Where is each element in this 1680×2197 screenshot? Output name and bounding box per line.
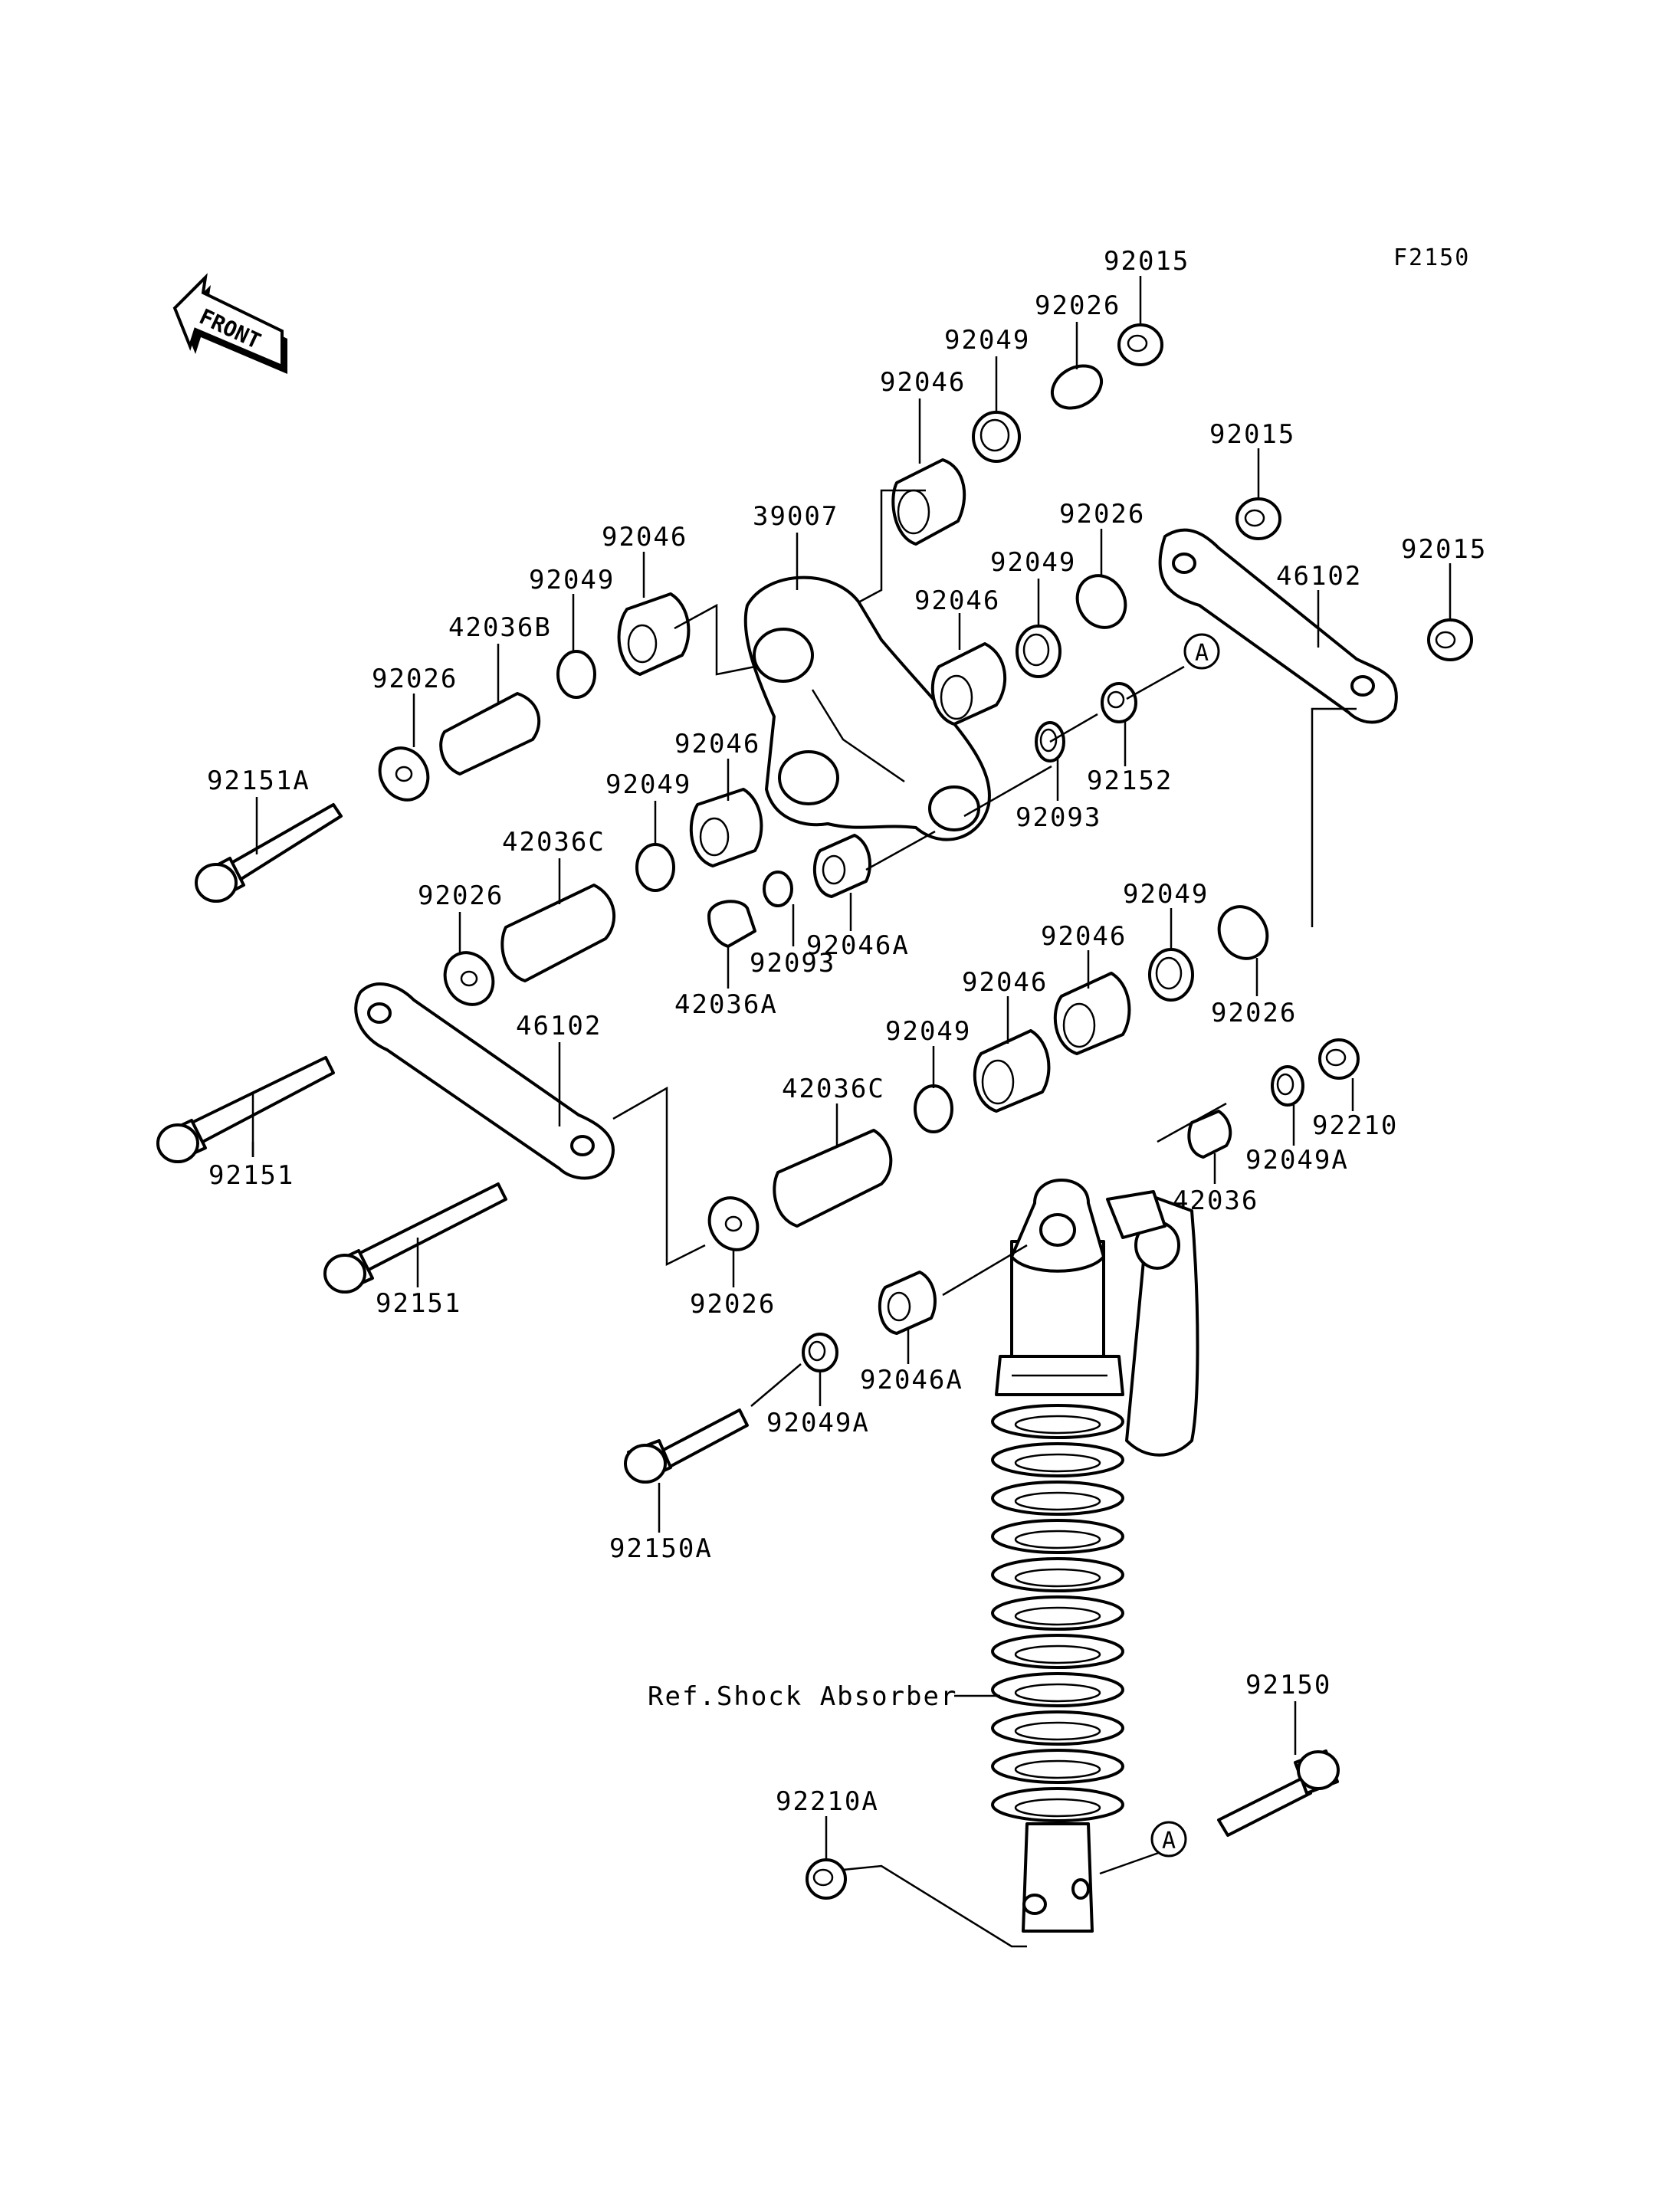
washer-92026-top [1051, 364, 1103, 410]
label-92210: 92210 [1312, 1110, 1398, 1141]
label-92026-mid: 92026 [1059, 499, 1145, 530]
bolt-92151A [225, 803, 343, 883]
label-46102-left: 46102 [516, 1011, 602, 1041]
spring-coil-inner [1014, 1759, 1101, 1779]
label-92046-c: 92046 [1041, 921, 1127, 952]
nut-92015-top [1117, 323, 1163, 366]
label-92151-a: 92151 [208, 1160, 294, 1191]
label-92046-a: 92046 [602, 522, 687, 553]
label-92049-mid: 92049 [990, 547, 1076, 578]
bolt-92150A [658, 1408, 749, 1469]
label-92015-mid: 92015 [1209, 419, 1295, 450]
spring-coil-inner [1014, 1644, 1101, 1664]
nut-92210A [806, 1858, 847, 1900]
washer-92026-a [378, 746, 430, 802]
link-plate-right [1158, 528, 1398, 724]
label-92026-top: 92026 [1035, 290, 1121, 321]
label-92049-c: 92049 [1123, 879, 1209, 910]
label-ref-shock-absorber: Ref.Shock Absorber [648, 1681, 957, 1712]
collar-92152 [1101, 682, 1137, 723]
seal-92049A-b [802, 1333, 838, 1372]
label-92150A: 92150A [609, 1533, 713, 1564]
label-92049-b: 92049 [605, 769, 691, 800]
label-92093-b: 92093 [750, 948, 835, 979]
seal-92093-b [763, 871, 793, 907]
bolt-92151-a [182, 1056, 335, 1147]
label-92046-top: 92046 [880, 367, 966, 398]
collar-42036B [439, 692, 541, 776]
label-42036A: 42036A [674, 989, 778, 1020]
ref-marker-a-top: A [1183, 633, 1220, 670]
washer-92026-b [443, 951, 495, 1006]
part-labels: 92015 92026 92049 92046 39007 92046 9204… [207, 246, 1487, 1858]
label-92015-right: 92015 [1401, 534, 1487, 565]
seal-92049-d [914, 1084, 953, 1133]
label-92046-mid: 92046 [914, 585, 1000, 616]
svg-text:A: A [1162, 1828, 1176, 1854]
link-plate-left [354, 982, 615, 1180]
spring-coil-inner [1014, 1721, 1101, 1741]
figure-code: F2150 [1393, 244, 1470, 271]
label-39007: 39007 [753, 501, 838, 532]
label-92151A: 92151A [207, 766, 310, 796]
label-92049A-b: 92049A [766, 1408, 870, 1438]
small-parts [156, 323, 1473, 1900]
label-92026-c: 92026 [1211, 998, 1297, 1028]
label-92049-a: 92049 [529, 565, 615, 595]
washer-92026-c [1217, 905, 1269, 960]
assembly-lines [612, 489, 1357, 1948]
collar-42036 [1187, 1110, 1232, 1159]
label-46102-right: 46102 [1276, 561, 1362, 592]
washer-92026-mid [1075, 574, 1127, 629]
spring-coil-inner [1014, 1568, 1101, 1588]
label-92151-b: 92151 [376, 1288, 461, 1319]
spring-coil-inner [1014, 1683, 1101, 1703]
nut-92210 [1318, 1038, 1360, 1080]
label-42036B: 42036B [448, 612, 552, 643]
label-92210A: 92210A [776, 1786, 879, 1817]
label-92046A-b: 92046A [860, 1365, 963, 1395]
rocker-arm [743, 575, 991, 841]
spring-coil-inner [1014, 1530, 1101, 1549]
spring-coil-inner [1014, 1415, 1101, 1435]
collar-42036C-a [500, 884, 616, 982]
front-arrow-icon: FRONT [172, 273, 287, 374]
seal-92049-a [556, 650, 596, 699]
ref-marker-a-bottom: A [1150, 1821, 1187, 1858]
nut-92015-right [1427, 618, 1473, 661]
bolt-92151-b [351, 1182, 507, 1274]
label-92026-d: 92026 [690, 1289, 776, 1320]
label-92049-top: 92049 [944, 325, 1030, 356]
collar-42036A [707, 900, 756, 948]
washer-92026-d [707, 1196, 760, 1251]
bearing-92046-top [891, 458, 966, 546]
bolt-92150 [1217, 1776, 1312, 1837]
label-92015-top: 92015 [1104, 246, 1189, 277]
shock-absorber [991, 1179, 1199, 1933]
spring-coil-inner [1014, 1606, 1101, 1626]
seal-92049-b [635, 843, 675, 892]
label-92150: 92150 [1245, 1670, 1331, 1700]
label-92049-d: 92049 [885, 1016, 971, 1047]
label-92152: 92152 [1087, 766, 1173, 796]
svg-text:A: A [1195, 640, 1209, 667]
spring-coil-inner [1014, 1798, 1101, 1818]
label-42036C-b: 42036C [782, 1074, 885, 1104]
spring-coil-inner [1014, 1453, 1101, 1473]
label-92026-b: 92026 [418, 880, 504, 911]
label-42036: 42036 [1173, 1185, 1258, 1216]
label-92046-b: 92046 [674, 729, 760, 759]
label-92046-d: 92046 [962, 967, 1048, 998]
collar-42036C-b [773, 1129, 893, 1228]
label-42036C-a: 42036C [502, 827, 605, 857]
label-92026-a: 92026 [372, 664, 458, 694]
nut-92015-mid [1235, 497, 1281, 540]
label-92093-a: 92093 [1016, 802, 1101, 833]
spring-coil-inner [1014, 1491, 1101, 1511]
label-92049A-a: 92049A [1245, 1145, 1349, 1176]
label-92046A-a: 92046A [806, 930, 910, 961]
